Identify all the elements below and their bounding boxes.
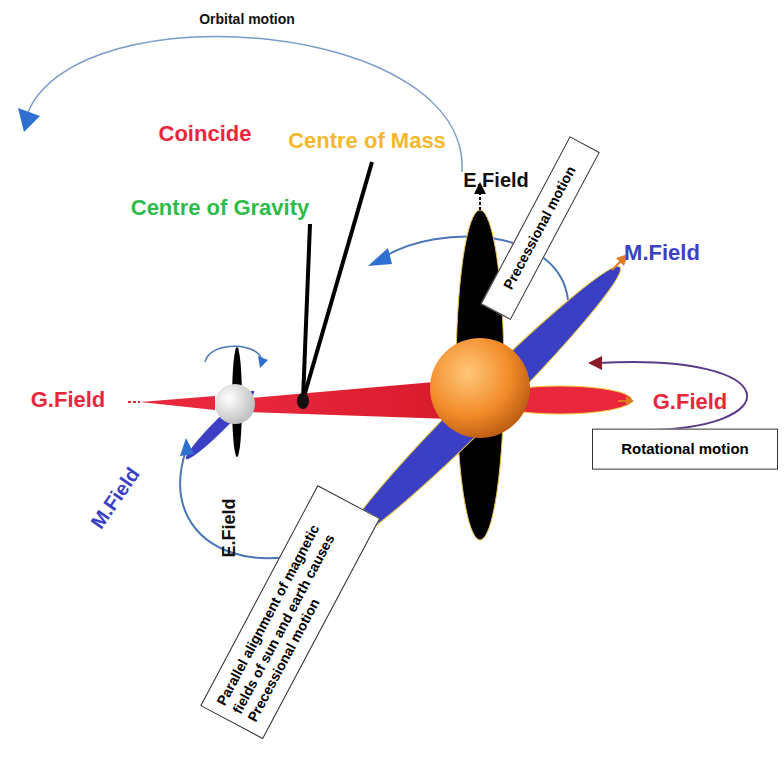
field-label: M.Field <box>86 463 144 532</box>
orbit-label: Orbital motion <box>199 12 295 27</box>
note-box: Rotational motion <box>592 429 778 470</box>
field-label: E.Field <box>220 498 240 557</box>
mass-label: Centre of Mass <box>288 129 446 153</box>
field-label: E.Field <box>463 169 529 191</box>
field-label: G.Field <box>31 388 106 412</box>
coincide-label: Coincide <box>159 122 252 146</box>
field-label: G.Field <box>653 390 728 414</box>
field-label: M.Field <box>624 241 700 265</box>
note-text: Rotational motion <box>601 440 769 459</box>
gravity-label: Centre of Gravity <box>131 196 310 220</box>
